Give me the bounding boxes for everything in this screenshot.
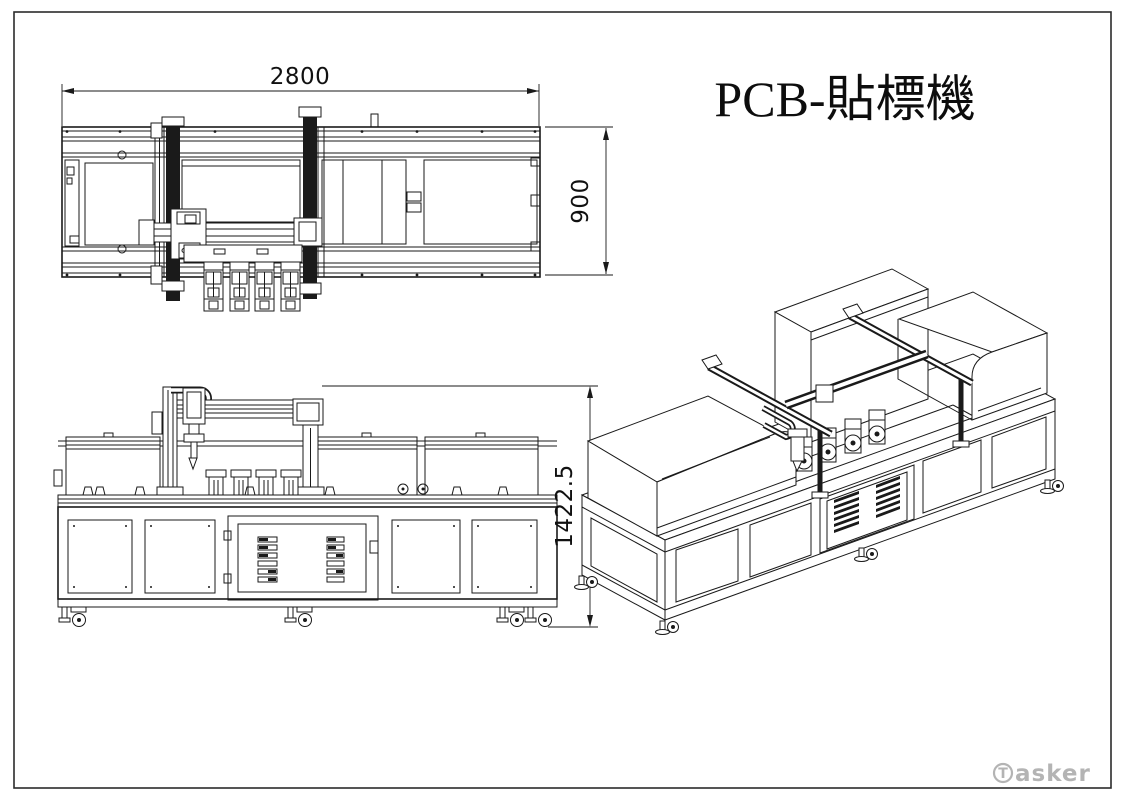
label-head (203, 261, 224, 312)
cabinet-panel (67, 519, 133, 594)
arrowhead (603, 128, 609, 140)
arrowhead (527, 88, 539, 94)
arrowhead (587, 615, 593, 627)
machine-cabinet (57, 494, 558, 608)
conveyor-cover-right-2 (424, 432, 539, 496)
watermark-text: asker (1015, 761, 1091, 787)
iso-carriage (815, 384, 834, 403)
button-bank (326, 536, 345, 583)
label-head (229, 261, 250, 312)
caster-leg (524, 606, 552, 627)
conveyor-cover-left (65, 432, 161, 496)
caster-foot (1040, 479, 1064, 494)
cabinet-panel (144, 519, 216, 594)
watermark-logo-circle (992, 762, 1014, 784)
iso-feet (574, 479, 1064, 635)
iso-cover-left (586, 395, 797, 537)
iso-panel (590, 517, 658, 603)
deck-mounts (82, 483, 509, 496)
iso-panel (675, 528, 739, 603)
iso-panel (749, 502, 812, 578)
page-frame (13, 11, 1112, 789)
cabinet-panel (471, 519, 538, 594)
label-head (844, 418, 862, 454)
dim-height-label: 1422.5 (552, 464, 578, 547)
arrowhead (62, 88, 74, 94)
caster-leg (58, 606, 87, 627)
dimension-length: 2800 (61, 64, 540, 126)
caster-legs (58, 606, 552, 627)
iso-panel (991, 416, 1047, 489)
iso-louvers (834, 476, 900, 533)
iso-z-head (787, 428, 808, 473)
caster-leg (496, 606, 525, 627)
gantry-rail-right (298, 106, 379, 299)
center-bed (181, 159, 301, 223)
iso-gantry (701, 303, 974, 499)
dimension-height: 1422.5 (322, 385, 598, 628)
button-bank (257, 536, 278, 583)
watermark-logo-letter: T (998, 766, 1008, 782)
deck (57, 494, 558, 508)
arrowhead (603, 262, 609, 274)
front-view: 1422.5 (53, 385, 598, 628)
top-view: 2800 900 (61, 64, 613, 312)
left-conveyor-module (64, 150, 154, 254)
iso-left-face (581, 494, 666, 621)
watermark: T asker (992, 761, 1091, 787)
dim-depth-label: 900 (568, 178, 594, 223)
arrowhead (587, 386, 593, 398)
caster-foot (574, 575, 598, 590)
drawing-title: PCB-貼標機 (714, 71, 975, 127)
dimension-depth: 900 (545, 126, 613, 276)
dim-length-label: 2800 (270, 64, 331, 90)
right-conveyor-module (321, 157, 541, 252)
control-panel (223, 515, 379, 601)
caster-leg (284, 606, 313, 627)
label-head (280, 261, 301, 312)
iso-panel (922, 439, 982, 514)
iso-louver-door (819, 464, 915, 554)
z-axis-head (182, 387, 206, 471)
label-head (254, 261, 275, 312)
label-heads-plan (183, 244, 303, 312)
gantry-column-left (162, 386, 178, 496)
label-head (868, 409, 886, 445)
iso-cover-back (773, 268, 930, 443)
iso-cover-right (897, 291, 1049, 421)
cabinet-panel (391, 519, 461, 594)
caster-foot (655, 620, 679, 635)
isometric-view (574, 268, 1064, 635)
conveyor-cover-right-1 (317, 432, 418, 496)
caster-foot (854, 547, 878, 562)
side-bracket (53, 469, 63, 487)
